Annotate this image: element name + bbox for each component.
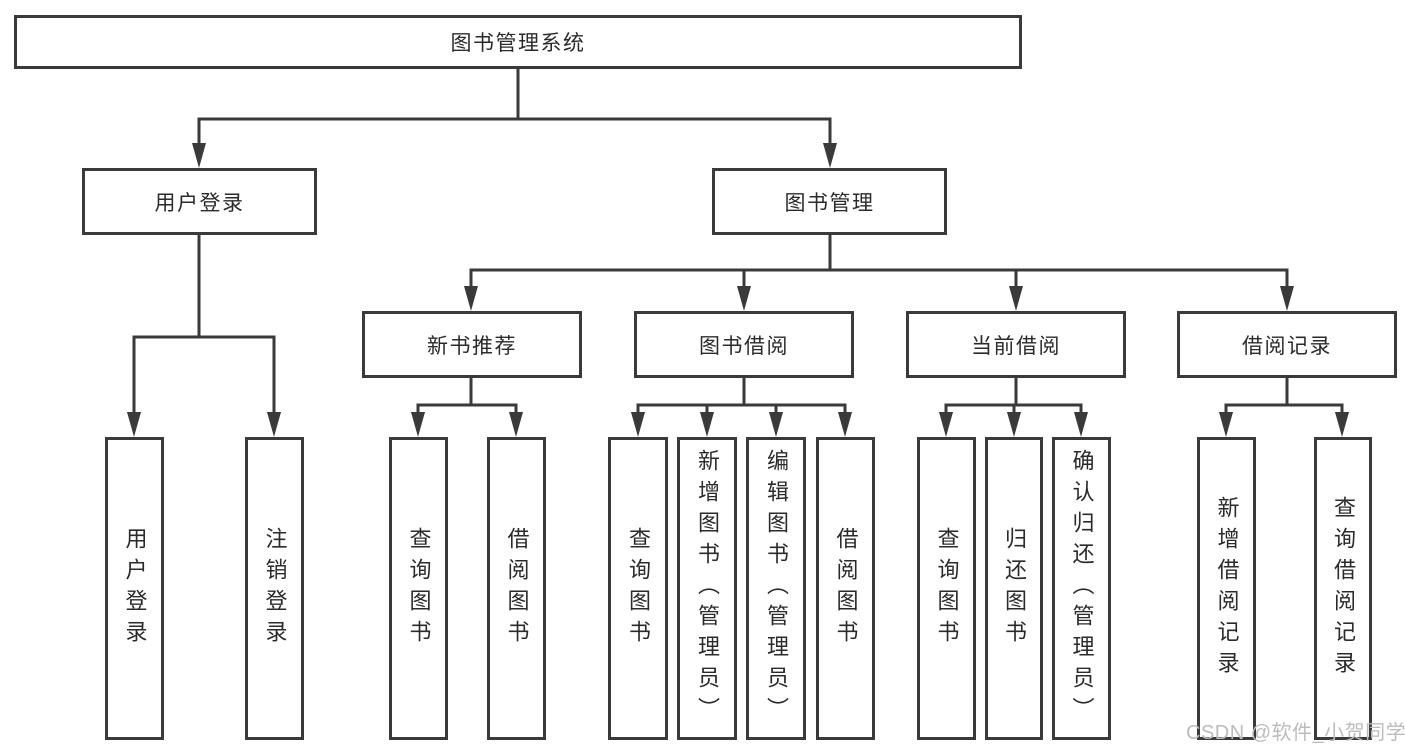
leaf-borrow-book: 借阅图书: [816, 437, 875, 740]
leaf-query-book-recommend: 查询图书: [389, 437, 448, 740]
arrowhead-down-icon: [769, 412, 783, 437]
node-new-book-recommend: 新书推荐: [362, 311, 582, 378]
connector-bookborrow-branch: [636, 378, 847, 416]
connector-level2-branch: [197, 117, 832, 146]
arrowhead-down-icon: [838, 412, 852, 437]
node-label: 借阅记录: [1242, 334, 1332, 358]
arrowhead-down-icon: [1007, 412, 1021, 437]
arrowhead-down-icon: [1009, 286, 1023, 311]
connector-lines: [132, 69, 1344, 416]
node-label: 新书推荐: [427, 334, 517, 358]
node-label: 借阅图书: [833, 526, 859, 651]
node-label: 图书管理系统: [450, 32, 586, 55]
arrowhead-down-icon: [1074, 412, 1088, 437]
node-label: 查询图书: [626, 526, 651, 651]
node-label: 编辑图书（管理员）: [764, 449, 789, 728]
arrowhead-down-icon: [1335, 412, 1349, 437]
leaf-add-book-admin: 新增图书（管理员）: [677, 437, 737, 740]
connector-userlogin-branch: [132, 235, 276, 416]
arrowhead-down-icon: [1280, 286, 1294, 311]
leaf-logout: 注销登录: [245, 437, 304, 740]
node-label: 图书管理: [784, 191, 875, 215]
node-label: 注销登录: [262, 526, 288, 651]
node-label: 用户登录: [154, 191, 245, 215]
leaf-query-book-current: 查询图书: [917, 437, 976, 740]
connector-currentborrow-branch: [944, 378, 1083, 416]
arrowhead-down-icon: [192, 143, 206, 168]
leaf-query-book-borrow: 查询图书: [608, 437, 668, 740]
node-label: 查询图书: [406, 526, 432, 651]
arrowhead-down-icon: [464, 286, 478, 311]
node-book-borrow: 图书借阅: [634, 311, 854, 378]
leaf-return-book: 归还图书: [985, 437, 1043, 740]
connector-recommend-branch: [416, 378, 518, 416]
node-label: 查询图书: [934, 526, 960, 651]
arrowhead-down-icon: [737, 286, 751, 311]
node-borrow-records: 借阅记录: [1177, 311, 1397, 378]
node-user-login: 用户登录: [82, 168, 317, 235]
arrowhead-down-icon: [509, 412, 523, 437]
arrowhead-down-icon: [939, 412, 953, 437]
watermark: CSDN @软件_小贺同学: [1186, 722, 1405, 744]
connector-level3-branch: [469, 268, 1289, 290]
arrowhead-down-icon: [127, 412, 141, 437]
node-label: 查询借阅记录: [1331, 495, 1356, 682]
node-label: 图书借阅: [699, 334, 789, 358]
arrowhead-down-icon: [267, 412, 281, 437]
node-current-borrow: 当前借阅: [906, 311, 1126, 378]
leaf-user-login: 用户登录: [105, 437, 164, 740]
node-label: 用户登录: [122, 526, 148, 651]
leaf-edit-book-admin: 编辑图书（管理员）: [746, 437, 806, 740]
arrowhead-down-icon: [823, 143, 837, 168]
arrowhead-down-icon: [1219, 412, 1233, 437]
node-label: 确认归还（管理员）: [1069, 449, 1095, 728]
arrowhead-down-icon: [411, 412, 425, 437]
node-root-system: 图书管理系统: [14, 15, 1022, 69]
node-label: 新增借阅记录: [1214, 495, 1240, 682]
node-label: 归还图书: [1002, 526, 1027, 651]
node-label: 当前借阅: [971, 334, 1061, 358]
node-label: 新增图书（管理员）: [695, 449, 720, 728]
leaf-confirm-return-admin: 确认归还（管理员）: [1052, 437, 1111, 740]
arrowhead-down-icon: [631, 412, 645, 437]
leaf-borrow-book-recommend: 借阅图书: [487, 437, 546, 740]
leaf-query-borrow-record: 查询借阅记录: [1314, 437, 1372, 740]
arrowhead-down-icon: [700, 412, 714, 437]
connector-records-branch: [1224, 378, 1344, 416]
node-book-management: 图书管理: [712, 168, 947, 235]
leaf-add-borrow-record: 新增借阅记录: [1197, 437, 1256, 740]
node-label: 借阅图书: [504, 526, 530, 651]
